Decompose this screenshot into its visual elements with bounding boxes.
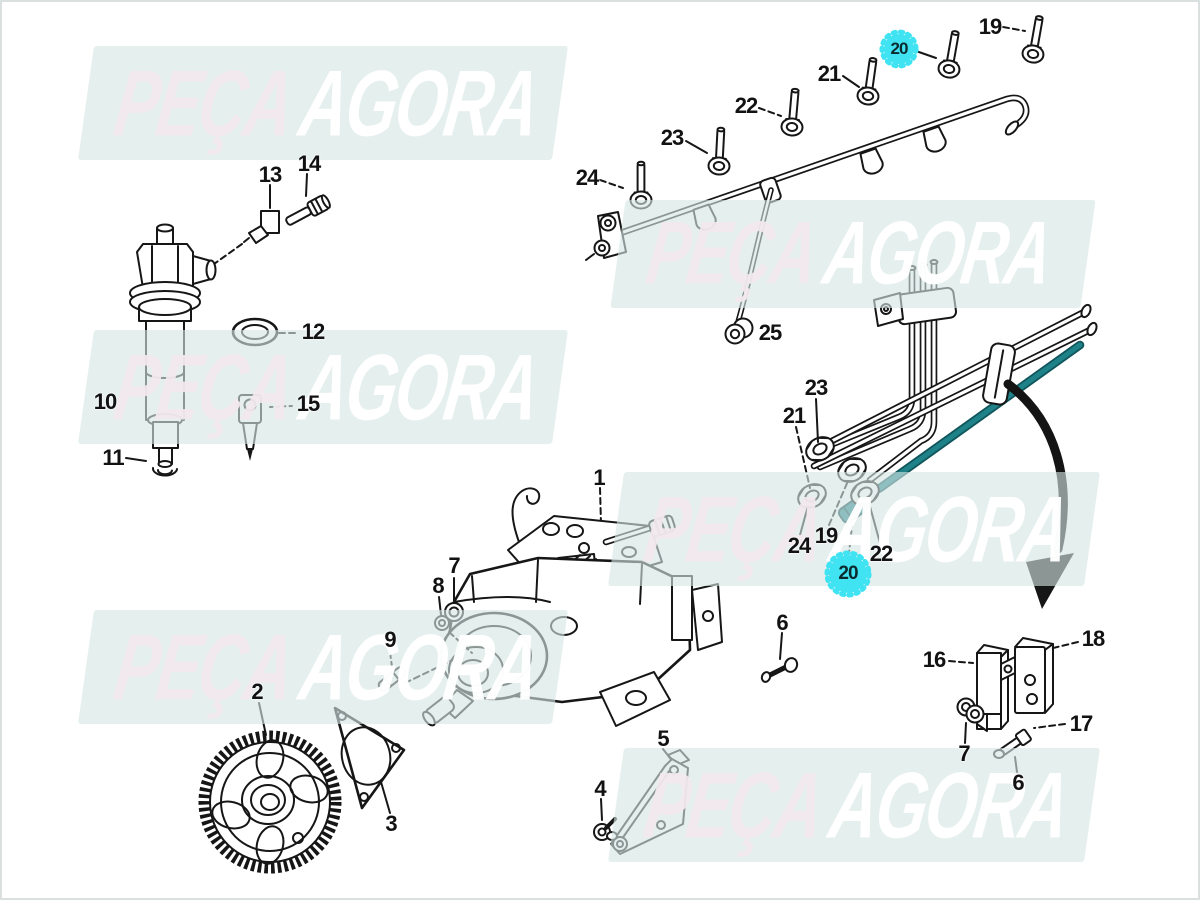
injection-pipes-drawing xyxy=(793,259,1098,609)
pump-gasket-drawing xyxy=(333,706,406,814)
fuel-return-rail-drawing xyxy=(585,13,1051,345)
injection-pump-drawing xyxy=(377,487,723,727)
fuel-injector-drawing xyxy=(125,173,331,477)
drive-gear-drawing xyxy=(198,702,342,874)
pipe-bracket-drawing xyxy=(948,637,1079,773)
